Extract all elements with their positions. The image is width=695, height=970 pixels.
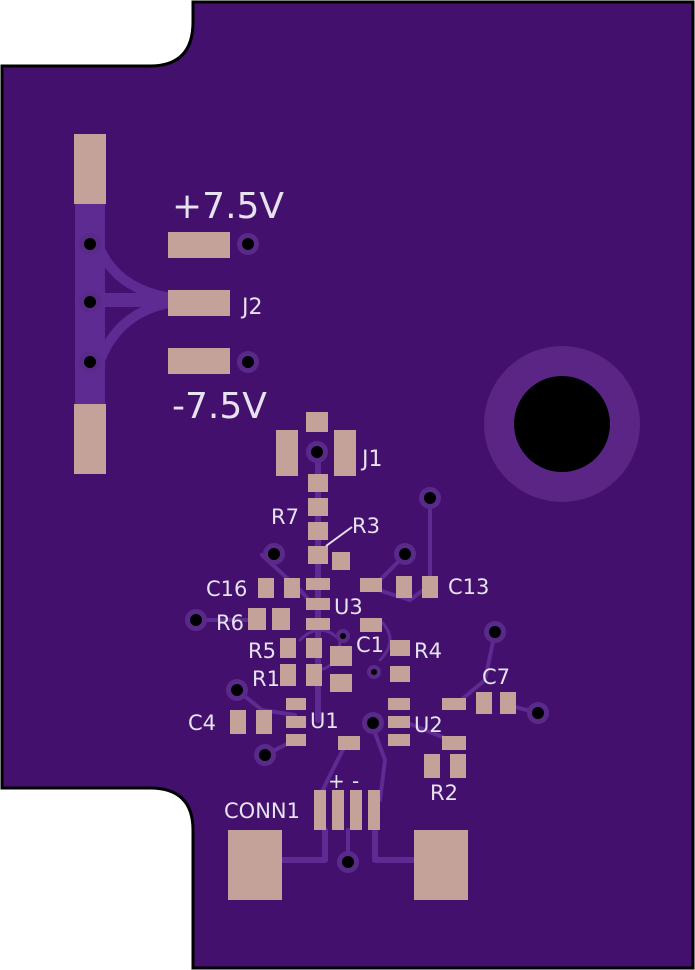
label-j2: J2 [240,295,263,320]
j1-pad-top [306,412,328,432]
silkscreen-labels: +7.5V -7.5V J2 J1 R7 R3 C16 C13 U3 R6 C1… [172,186,510,823]
label-c13: C13 [448,575,489,599]
label-plus-sign: + [328,769,345,793]
j2-pad-2 [168,290,230,316]
label-minus-voltage: -7.5V [172,386,267,427]
j2-footprint [74,134,230,474]
conn1-footprint [228,790,468,900]
label-c1: C1 [356,633,384,657]
j1-footprint [276,412,356,476]
vias [79,233,549,873]
j2-mount-pad-top [74,134,106,204]
label-minus-sign: - [352,769,359,793]
conn1-mount-pad-right [414,830,468,900]
mounting-hole [484,346,640,502]
j2-pad-3 [168,348,230,374]
label-r5: R5 [248,639,276,663]
smd-pads [230,474,516,778]
label-c4: C4 [188,711,216,735]
r3-leader-line [325,526,353,547]
label-r4: R4 [414,639,442,663]
label-conn1: CONN1 [224,799,300,823]
j1-pad-right [334,430,356,476]
label-u3: U3 [334,595,363,619]
label-r3: R3 [352,514,380,538]
label-c16: C16 [206,577,247,601]
j2-mount-pad-bottom [74,404,106,474]
conn1-mount-pad-left [228,830,282,900]
label-c7: C7 [482,665,510,689]
label-j1: J1 [360,447,383,472]
label-r7: R7 [271,505,299,529]
label-r1: R1 [252,667,280,691]
label-u2: U2 [414,713,443,737]
j1-pad-left [276,430,298,476]
label-u1: U1 [310,709,339,733]
j2-pad-1 [168,232,230,258]
label-r2: R2 [430,781,458,805]
label-r6: R6 [216,611,244,635]
label-plus-voltage: +7.5V [172,186,284,227]
